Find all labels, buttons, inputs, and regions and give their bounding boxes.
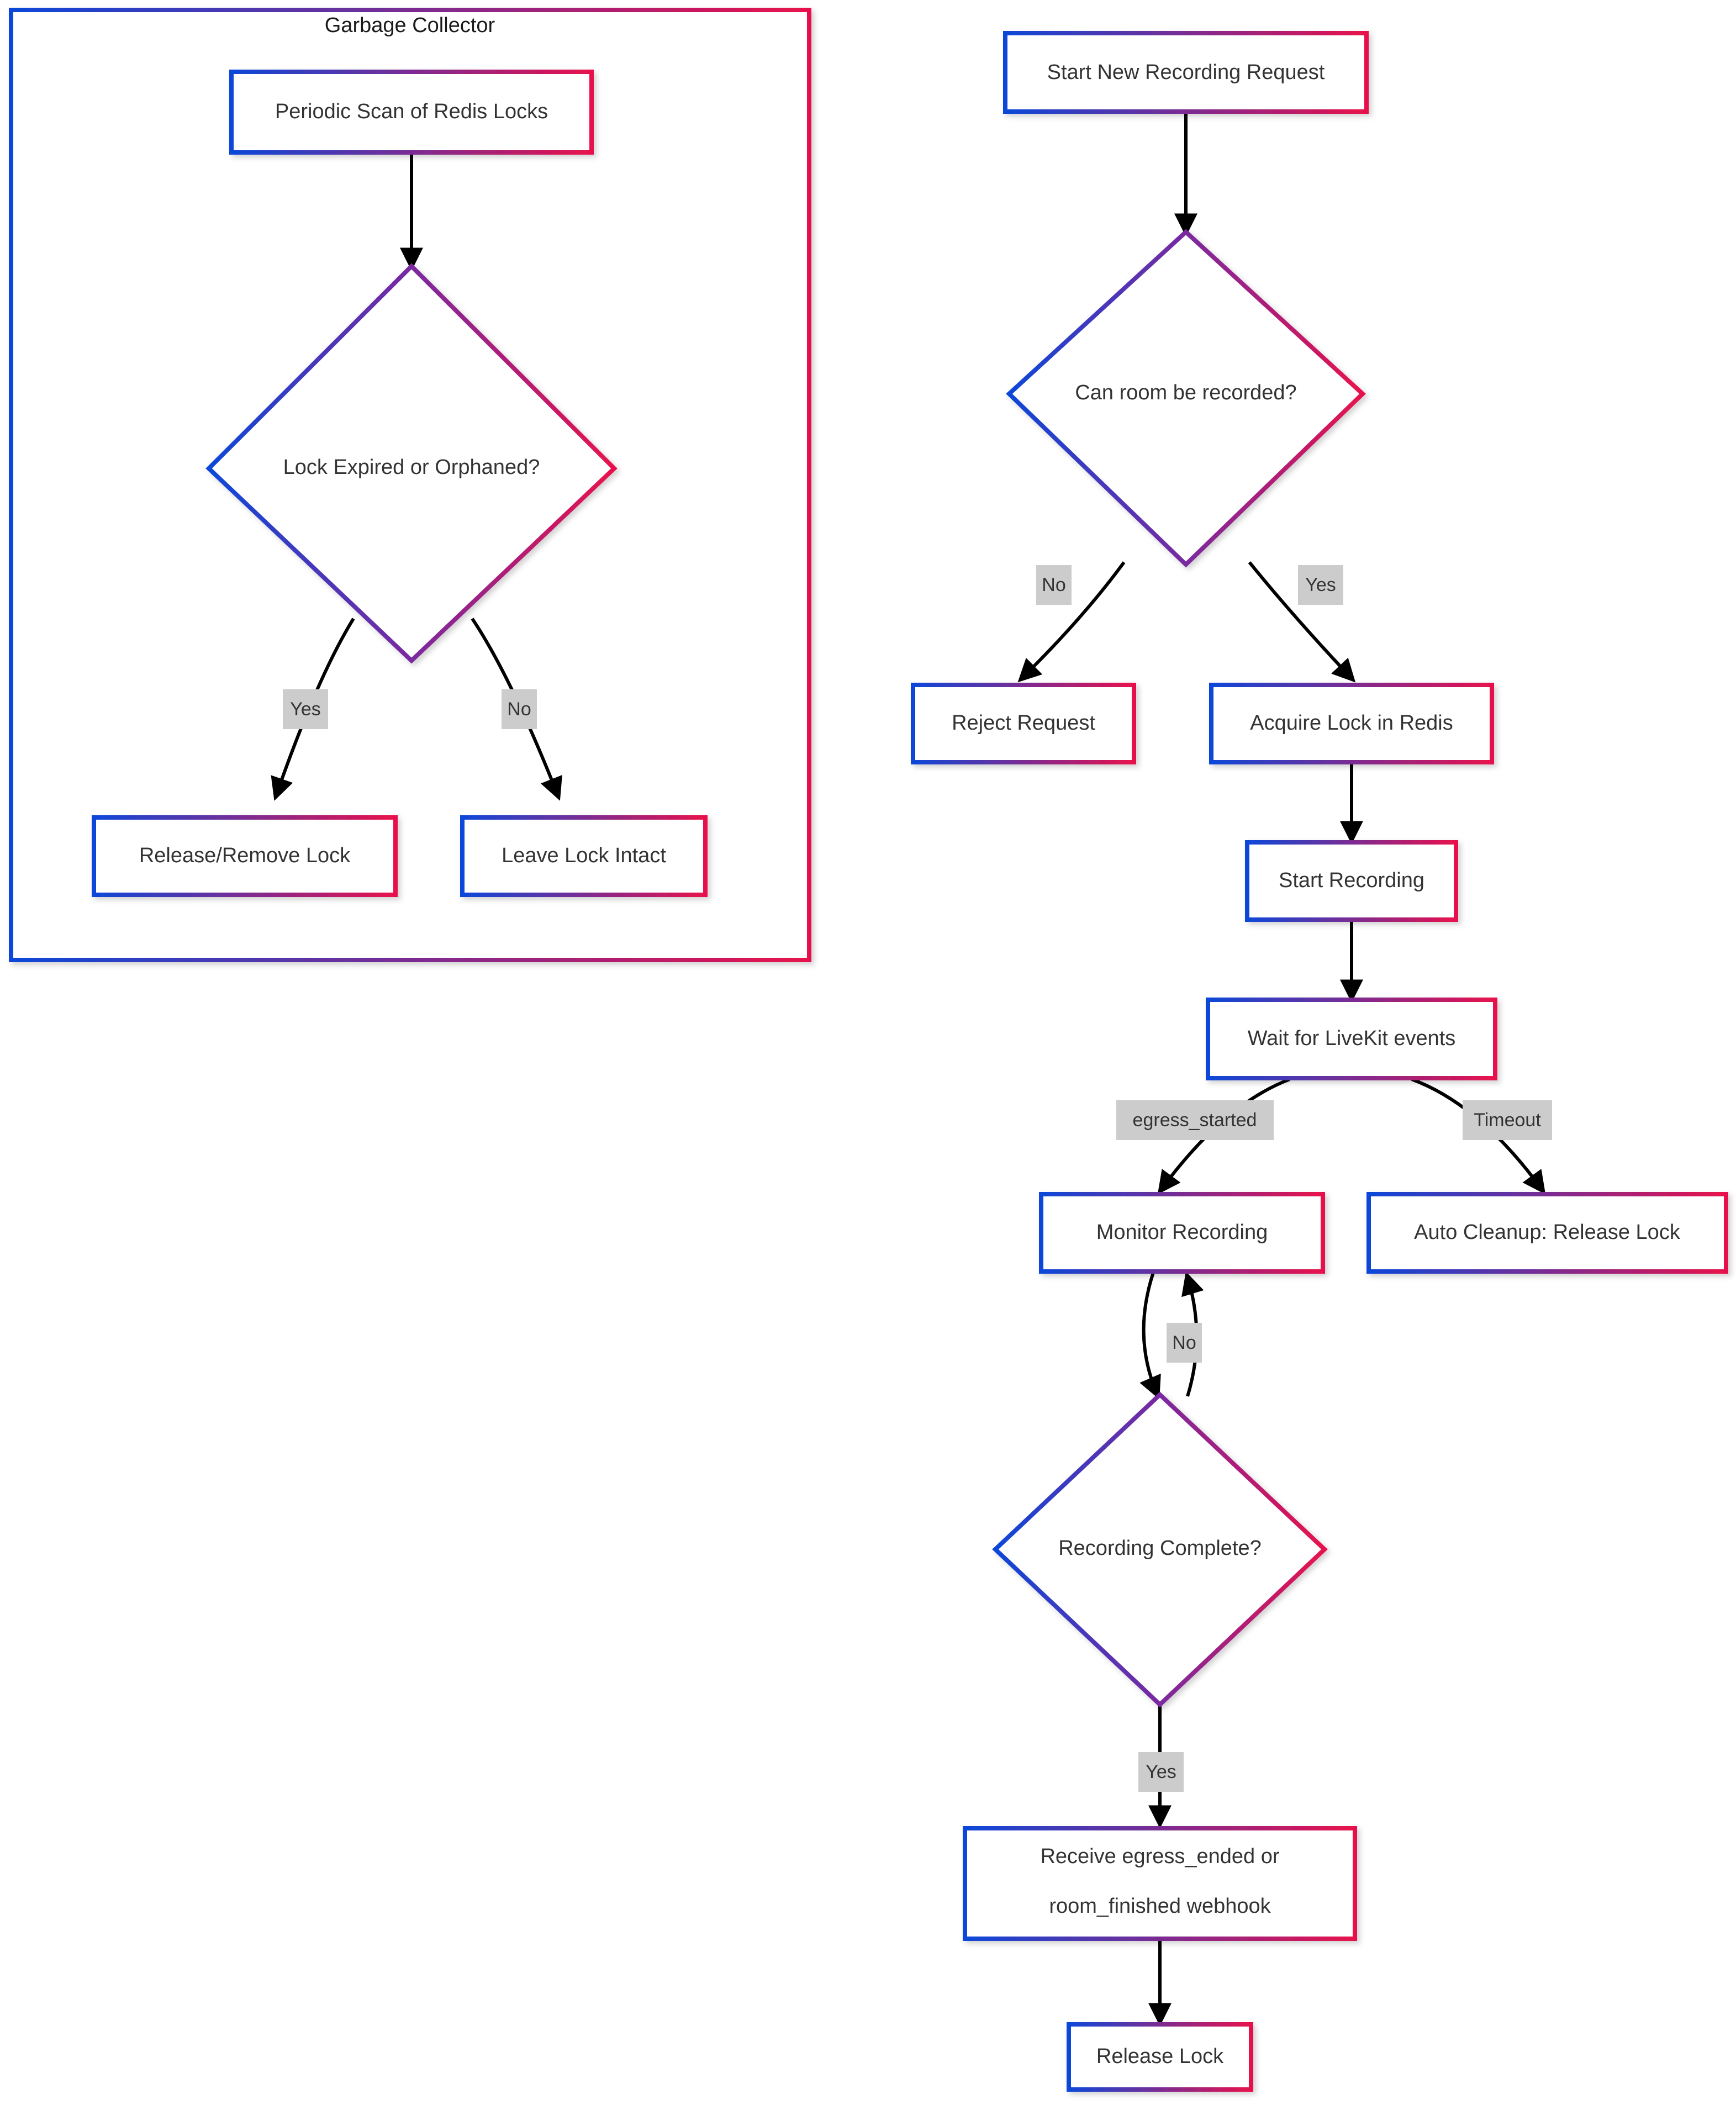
- node-receive-webhook[interactable]: Receive egress_ended or room_finished we…: [963, 1826, 1357, 1941]
- node-label: Start Recording: [1279, 869, 1424, 892]
- edge-label: Yes: [1305, 574, 1336, 595]
- node-recording-complete[interactable]: Recording Complete?: [992, 1391, 1328, 1708]
- node-label: Start New Recording Request: [1047, 61, 1325, 84]
- edge-label-timeout: Timeout: [1463, 1100, 1552, 1140]
- node-diamond: [205, 263, 618, 664]
- node-box: [911, 683, 1136, 764]
- edge-label: egress_started: [1133, 1110, 1257, 1131]
- edge-label: No: [1042, 574, 1065, 595]
- edge-label: Timeout: [1474, 1110, 1541, 1131]
- node-label: Periodic Scan of Redis Locks: [275, 100, 548, 123]
- edge-label-gc-no: No: [502, 689, 537, 729]
- node-label-line1: Receive egress_ended or: [1040, 1845, 1279, 1868]
- edge-can-record-no: [1017, 561, 1126, 683]
- node-release-lock[interactable]: Release Lock: [1067, 2022, 1253, 2092]
- node-label: Can room be recorded?: [1075, 381, 1296, 404]
- edge-label-background: [1036, 565, 1072, 605]
- node-diamond: [992, 1391, 1328, 1708]
- node-monitor-recording[interactable]: Monitor Recording: [1039, 1192, 1325, 1274]
- edge-label: No: [507, 699, 531, 720]
- node-box: [460, 815, 708, 897]
- edge-label-background: [283, 689, 328, 729]
- node-wait-events[interactable]: Wait for LiveKit events: [1206, 998, 1497, 1080]
- node-box: [1067, 2022, 1253, 2092]
- node-leave-lock-intact[interactable]: Leave Lock Intact: [460, 815, 708, 897]
- node-label: Release/Remove Lock: [139, 844, 351, 867]
- edge-label-gc-yes: Yes: [283, 689, 328, 729]
- node-label: Release Lock: [1096, 2045, 1224, 2068]
- node-reject-request[interactable]: Reject Request: [911, 683, 1136, 764]
- node-label-line2: room_finished webhook: [1049, 1895, 1271, 1918]
- node-acquire-lock[interactable]: Acquire Lock in Redis: [1209, 683, 1494, 764]
- edge-label-egress-started: egress_started: [1116, 1100, 1274, 1140]
- edge-monitor-to-recording-complete: [1139, 1272, 1161, 1400]
- edge-label-background: [502, 689, 537, 729]
- node-box: [1366, 1192, 1728, 1274]
- edge-label: No: [1172, 1332, 1196, 1353]
- node-diamond: [1006, 229, 1366, 568]
- node-box: [1206, 998, 1497, 1080]
- edge-label-background: [1167, 1323, 1202, 1363]
- node-label: Auto Cleanup: Release Lock: [1414, 1221, 1681, 1244]
- node-release-remove-lock[interactable]: Release/Remove Lock: [92, 815, 398, 897]
- edge-label-background: [1138, 1752, 1184, 1792]
- node-label: Leave Lock Intact: [502, 844, 666, 867]
- edge-label: Yes: [1146, 1761, 1176, 1782]
- node-lock-expired[interactable]: Lock Expired or Orphaned?: [205, 263, 618, 664]
- edge-can-record-yes: [1248, 561, 1356, 683]
- node-auto-cleanup[interactable]: Auto Cleanup: Release Lock: [1366, 1192, 1728, 1274]
- node-box: [92, 815, 398, 897]
- node-box: [963, 1826, 1357, 1941]
- subgraph-title: Garbage Collector: [325, 14, 495, 37]
- node-start-request[interactable]: Start New Recording Request: [1003, 31, 1369, 114]
- node-box: [1003, 31, 1369, 114]
- edge-label-record-yes: Yes: [1298, 565, 1343, 605]
- node-box: [229, 70, 594, 155]
- node-label: Lock Expired or Orphaned?: [283, 456, 540, 479]
- node-label: Recording Complete?: [1058, 1537, 1262, 1560]
- edge-label-background: [1463, 1100, 1552, 1140]
- node-periodic-scan[interactable]: Periodic Scan of Redis Locks: [229, 70, 594, 155]
- node-can-record[interactable]: Can room be recorded?: [1006, 229, 1366, 568]
- edge-label-background: [1116, 1100, 1274, 1140]
- edge-label-monitor-no: No: [1167, 1323, 1202, 1363]
- node-label: Wait for LiveKit events: [1248, 1027, 1456, 1050]
- node-box: [1209, 683, 1494, 764]
- node-label: Acquire Lock in Redis: [1250, 711, 1453, 735]
- edge-label-record-no: No: [1036, 565, 1072, 605]
- node-box: [1245, 840, 1458, 922]
- edge-label-complete-yes: Yes: [1138, 1752, 1184, 1792]
- node-start-recording[interactable]: Start Recording: [1245, 840, 1458, 922]
- node-box: [1039, 1192, 1325, 1274]
- node-label: Monitor Recording: [1096, 1221, 1268, 1244]
- edge-label-background: [1298, 565, 1343, 605]
- node-label: Reject Request: [952, 711, 1095, 735]
- edge-label: Yes: [290, 699, 320, 720]
